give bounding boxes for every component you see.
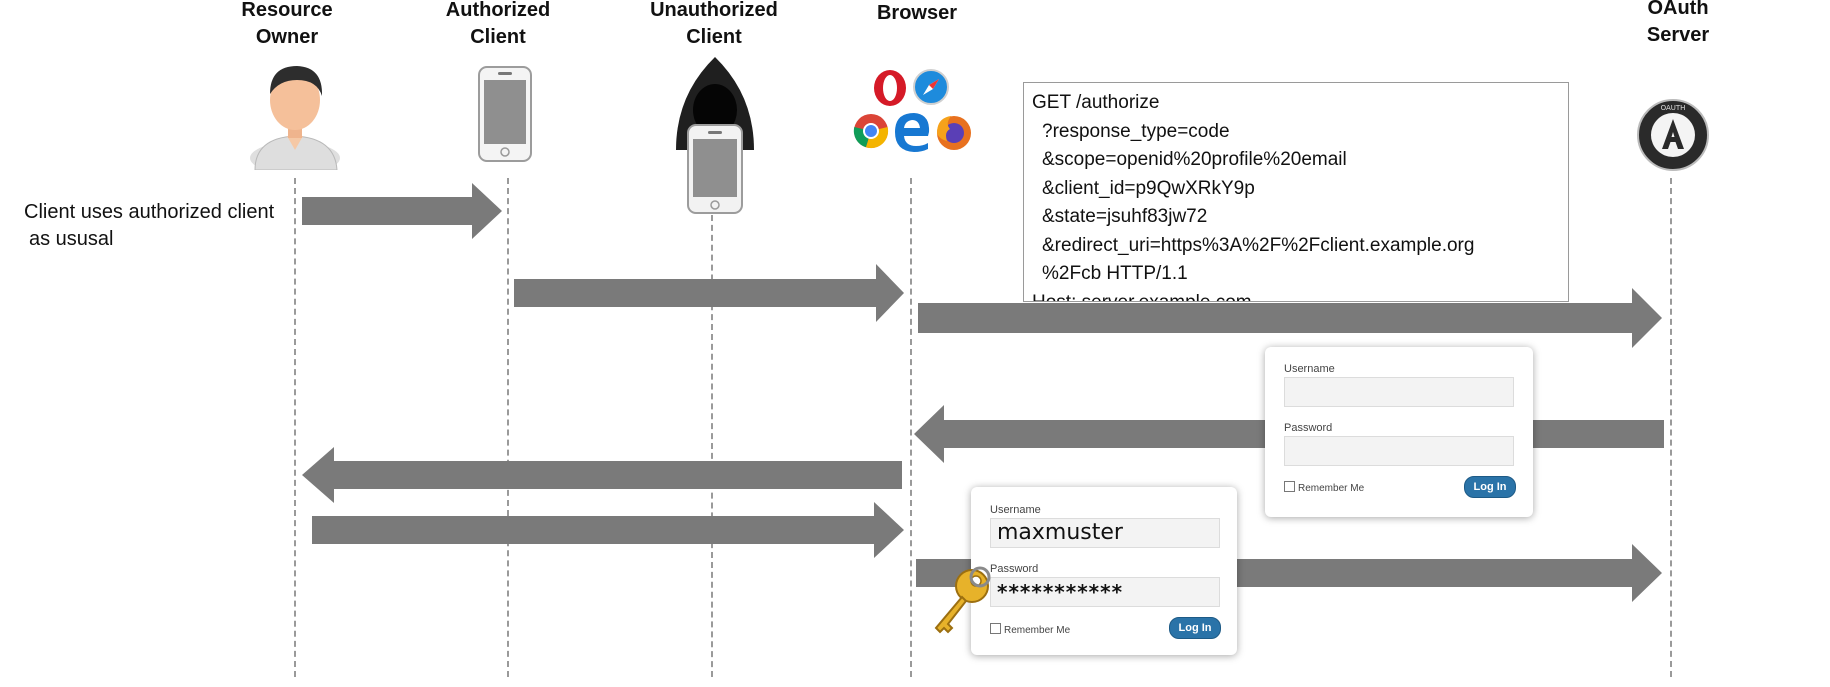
lifeline-authorized-client [507,178,509,677]
edge-icon [895,113,930,152]
request-line: %2Fcb HTTP/1.1 [1042,263,1188,284]
actor-label-authorized-client: Authorized Client [445,0,551,48]
oauth-logo-icon: OAUTH [1637,99,1709,171]
arrow-owner-to-browser [312,502,904,558]
arrow-authorized-client-to-browser [514,264,904,322]
safari-icon [913,69,949,105]
username-label: Username [1284,363,1335,375]
authorize-request-box: GET /authorize ?response_type=code &scop… [1023,82,1569,302]
password-value: *********** [997,580,1124,604]
step-note: Client uses authorized client as ususal [24,201,275,250]
username-label: Username [990,504,1041,516]
firefox-icon [937,116,971,150]
actor-label-unauthorized-client: Unauthorized Client [650,0,778,48]
request-line: ?response_type=code [1042,120,1230,142]
lifeline-oauth-server [1670,178,1672,677]
login-button[interactable]: Log In [1464,476,1516,498]
password-label: Password [1284,422,1333,434]
chrome-icon [853,114,889,149]
request-line: &redirect_uri=https%3A%2F%2Fclient.examp… [1042,234,1475,256]
user-avatar-icon [250,66,340,170]
login-form-filled: Username maxmuster Password *********** … [971,487,1237,655]
remember-me-checkbox[interactable]: Remember Me [1284,481,1364,494]
request-line: &client_id=p9QwXRkY9p [1042,177,1255,199]
arrow-browser-to-oauth-server [918,288,1662,348]
password-field[interactable]: *********** [990,577,1220,607]
lifeline-resource-owner [294,178,296,677]
actor-label-resource-owner: Resource Owner [241,0,333,48]
svg-text:OAUTH: OAUTH [1661,104,1686,112]
password-label: Password [990,563,1039,575]
request-line: &scope=openid%20profile%20email [1042,149,1347,170]
actor-label-browser: Browser [876,2,958,24]
opera-icon [874,70,906,106]
login-button[interactable]: Log In [1169,617,1221,639]
request-line: Host: server.example.com [1032,291,1252,302]
arrow-browser-to-oauth-credentials [916,544,1662,602]
remember-me-checkbox[interactable]: Remember Me [990,623,1070,636]
arrow-browser-to-owner [302,447,902,503]
username-value: maxmuster [997,520,1123,545]
username-field[interactable] [1284,377,1514,407]
hooded-hacker-icon [676,57,754,214]
smartphone-icon [478,66,532,162]
checkbox-icon[interactable] [990,623,1001,634]
username-field[interactable]: maxmuster [990,518,1220,548]
request-line: &state=jsuhf83jw72 [1042,206,1208,227]
arrow-owner-to-authorized-client [302,183,502,239]
login-form-empty: Username Password Remember Me Log In [1265,347,1533,517]
checkbox-icon[interactable] [1284,481,1295,492]
lifeline-unauthorized-client [711,215,713,677]
request-line: GET /authorize [1032,92,1160,113]
key-icon [934,566,991,634]
lifeline-browser [910,178,912,677]
password-field[interactable] [1284,436,1514,466]
actor-label-oauth-server: OAuth Server [1646,0,1710,46]
